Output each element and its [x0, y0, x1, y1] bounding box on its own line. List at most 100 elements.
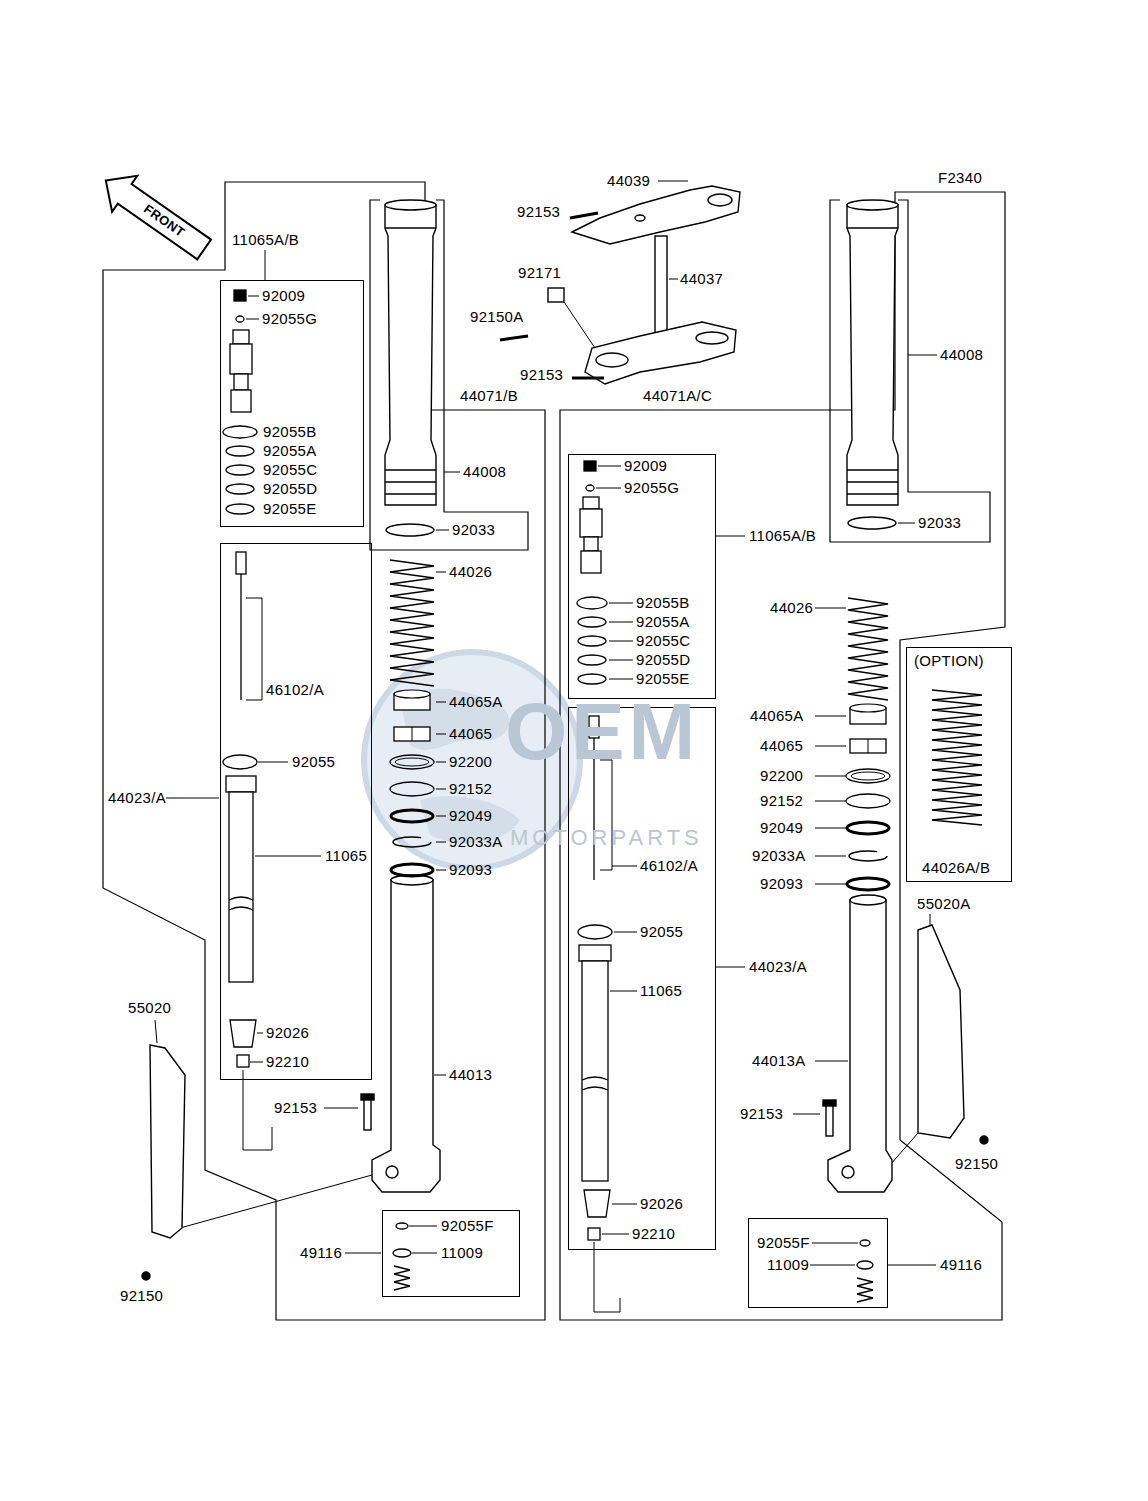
damper-cartridge	[588, 1228, 600, 1240]
damper-cartridge	[226, 504, 254, 514]
callout-number: 92152	[760, 792, 803, 810]
damper-cartridge	[233, 330, 249, 344]
callout-number: 44008	[463, 463, 506, 481]
inner-fork-tube	[364, 1098, 371, 1130]
callout-number: 92055A	[636, 613, 690, 631]
callout-number: 92055F	[441, 1217, 494, 1235]
leader-line	[155, 914, 930, 1114]
callout-number: 44037	[680, 270, 723, 288]
callout-number: 46102/A	[266, 681, 324, 699]
fork-guard	[980, 1136, 988, 1144]
inner-fork-tube	[361, 1094, 374, 1100]
callout-number: 92210	[632, 1225, 675, 1243]
callout-number: 92150A	[470, 308, 524, 326]
assembly-outline	[370, 200, 528, 550]
outer-fork-tube	[847, 205, 898, 505]
callout-number: (OPTION)	[914, 652, 984, 670]
callout-number: 44008	[940, 346, 983, 364]
direction-label: FRONT	[140, 201, 188, 240]
outer-fork-tube	[385, 205, 436, 505]
damper-cartridge	[857, 1261, 873, 1269]
damper-cartridge	[229, 792, 253, 982]
watermark-text: OEM	[505, 690, 699, 774]
washer	[846, 769, 890, 783]
fork-guard	[142, 1272, 150, 1280]
leader-line	[246, 296, 259, 319]
washer	[851, 772, 885, 780]
fork-spring	[848, 598, 888, 700]
damper-cartridge	[396, 1223, 408, 1229]
leader-line	[155, 181, 937, 1312]
damper-cartridge	[581, 551, 601, 573]
damper-cartridge	[586, 485, 594, 491]
leader-line	[436, 181, 937, 530]
damper-cartridge	[578, 617, 606, 627]
subassembly-box: 92055F1100949116	[748, 1218, 888, 1308]
callout-number: 11065	[325, 847, 367, 865]
callout-number: 92033A	[449, 833, 503, 851]
damper-cartridge	[223, 755, 257, 769]
callout-number: 92200	[760, 767, 803, 785]
callout-number: 92026	[640, 1195, 683, 1213]
damper-cartridge	[582, 1077, 608, 1090]
callout-number: 55020A	[917, 895, 971, 913]
damper-cartridge	[231, 390, 251, 412]
washer	[390, 755, 434, 769]
damper-cartridge	[582, 961, 608, 1181]
damper-cartridge	[226, 446, 254, 456]
callout-number: 92049	[760, 819, 803, 837]
damper-cartridge	[230, 1020, 256, 1047]
bushing-slit	[412, 727, 413, 741]
callout-number: 92093	[449, 861, 492, 879]
callout-number: 44065	[449, 725, 492, 743]
callout-number: 92153	[274, 1099, 317, 1117]
damper-cartridge	[230, 344, 252, 374]
assembly-callout: 44071/B	[460, 387, 518, 405]
fork-spring	[390, 560, 434, 686]
bushing-slit	[868, 739, 869, 753]
leader-line	[166, 250, 936, 1265]
damper-cartridge	[226, 484, 254, 494]
outer-fork-tube	[386, 524, 434, 536]
bushing	[850, 704, 886, 712]
spacer-ring	[846, 794, 890, 808]
callout-number: 44026	[770, 599, 813, 617]
assembly-callout: 49116	[940, 1256, 982, 1274]
subassembly-box: 4911692055F11009	[382, 1210, 520, 1297]
callout-number: 92055G	[624, 479, 679, 497]
snap-ring	[393, 837, 431, 847]
oil-seal	[391, 810, 433, 822]
callout-number: 92171	[518, 264, 561, 282]
subassembly-box: 11065A/B9200992055G92055B92055A92055C920…	[220, 280, 364, 527]
bushing	[394, 690, 430, 698]
assembly-callout: 44071A/C	[643, 387, 712, 405]
steering-clamp	[708, 194, 732, 206]
callout-number: 92033	[918, 514, 961, 532]
callout-number: 44026	[449, 563, 492, 581]
callout-number: 92055C	[636, 632, 690, 650]
damper-cartridge	[584, 537, 598, 551]
callout-number: 92153	[517, 203, 560, 221]
damper-cartridge	[578, 636, 606, 646]
damper-cartridge	[580, 509, 602, 537]
dust-seal	[847, 878, 889, 890]
damper-cartridge	[223, 426, 257, 438]
assembly-callout: 44023/A	[108, 789, 166, 807]
callout-number: 92055E	[263, 500, 317, 518]
steering-clamp	[696, 332, 728, 344]
watermark-text: MOTORPARTS	[510, 826, 703, 850]
front-arrow	[93, 163, 217, 268]
leader-line	[815, 608, 846, 884]
drawing-code: F2340	[938, 169, 982, 187]
steering-clamp	[655, 236, 667, 340]
callout-number: 92055D	[263, 480, 317, 498]
damper-cartridge	[234, 374, 248, 390]
damper-cartridge	[584, 1190, 610, 1217]
damper-cartridge	[860, 1240, 870, 1246]
callout-number: 92049	[449, 807, 492, 825]
damper-cartridge	[234, 290, 246, 301]
callout-number: 11009	[441, 1244, 483, 1262]
steering-clamp	[572, 377, 604, 380]
callout-number: 44013A	[752, 1052, 806, 1070]
